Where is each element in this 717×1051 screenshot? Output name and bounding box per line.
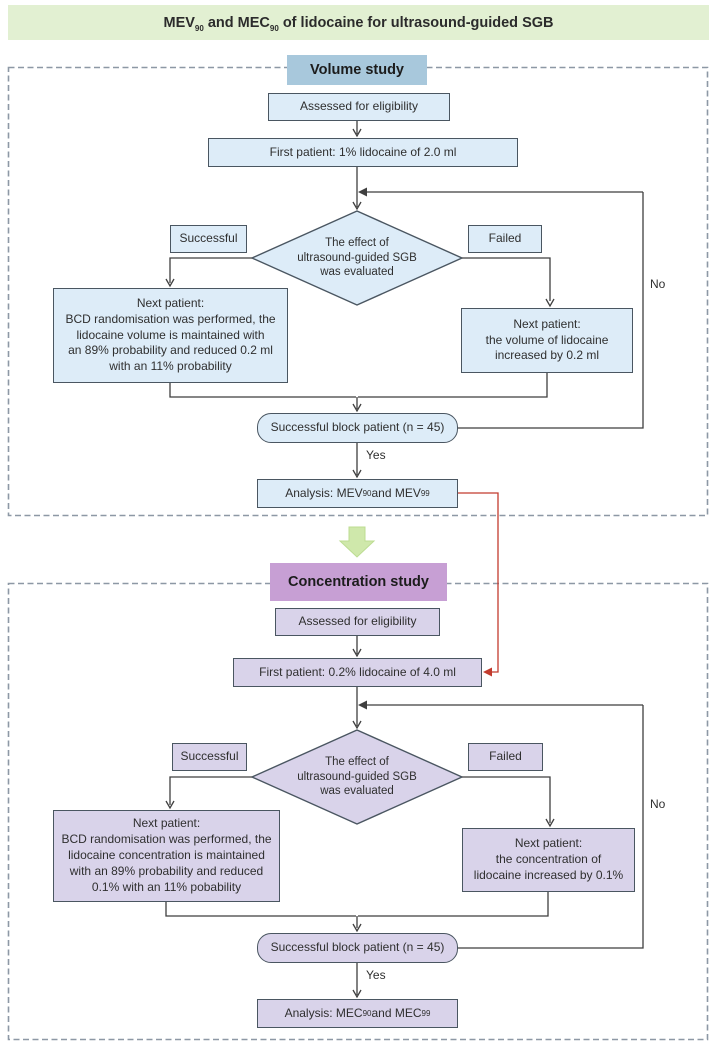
concentration-next-patient-success-box: Next patient: BCD randomisation was perf… <box>53 810 280 902</box>
concentration-successful-block-box: Successful block patient (n = 45) <box>257 933 458 963</box>
concentration-next-patient-failed-box: Next patient: the concentration of lidoc… <box>462 828 635 892</box>
concentration-decision-diamond-shape <box>250 729 464 825</box>
concentration-assessed-box: Assessed for eligibility <box>275 608 440 636</box>
volume-decision-diamond-shape <box>250 210 464 306</box>
volume-panel-border <box>7 66 709 517</box>
figure-title-text: MEV90 and MEC90 of lidocaine for ultraso… <box>163 14 554 33</box>
volume-assessed-box: Assessed for eligibility <box>268 93 450 121</box>
merge-arrowheads <box>358 187 367 710</box>
volume-successful-label: Successful <box>170 225 247 253</box>
concentration-first-patient-box: First patient: 0.2% lidocaine of 4.0 ml <box>233 658 482 687</box>
volume-yes-label: Yes <box>366 448 386 462</box>
concentration-decision-text: The effect of ultrasound-guided SGB was … <box>297 756 417 798</box>
concentration-failed-label: Failed <box>468 743 543 771</box>
volume-no-label: No <box>650 277 666 291</box>
volume-failed-label: Failed <box>468 225 542 253</box>
volume-next-patient-failed-box: Next patient: the volume of lidocaine in… <box>461 308 633 373</box>
transition-arrow-icon <box>338 526 376 558</box>
figure-title: MEV90 and MEC90 of lidocaine for ultraso… <box>8 5 709 40</box>
concentration-panel-border <box>7 582 709 1041</box>
concentration-section-label: Concentration study <box>270 563 447 601</box>
connector-lines <box>165 121 644 999</box>
concentration-successful-label: Successful <box>172 743 247 771</box>
concentration-yes-label: Yes <box>366 968 386 982</box>
crossover-red-connector <box>458 492 499 677</box>
volume-next-patient-success-box: Next patient: BCD randomisation was perf… <box>53 288 288 383</box>
volume-decision-text: The effect of ultrasound-guided SGB was … <box>297 237 417 279</box>
concentration-no-label: No <box>650 797 666 811</box>
volume-section-label: Volume study <box>287 55 427 85</box>
volume-successful-block-box: Successful block patient (n = 45) <box>257 413 458 443</box>
volume-first-patient-box: First patient: 1% lidocaine of 2.0 ml <box>208 138 518 167</box>
